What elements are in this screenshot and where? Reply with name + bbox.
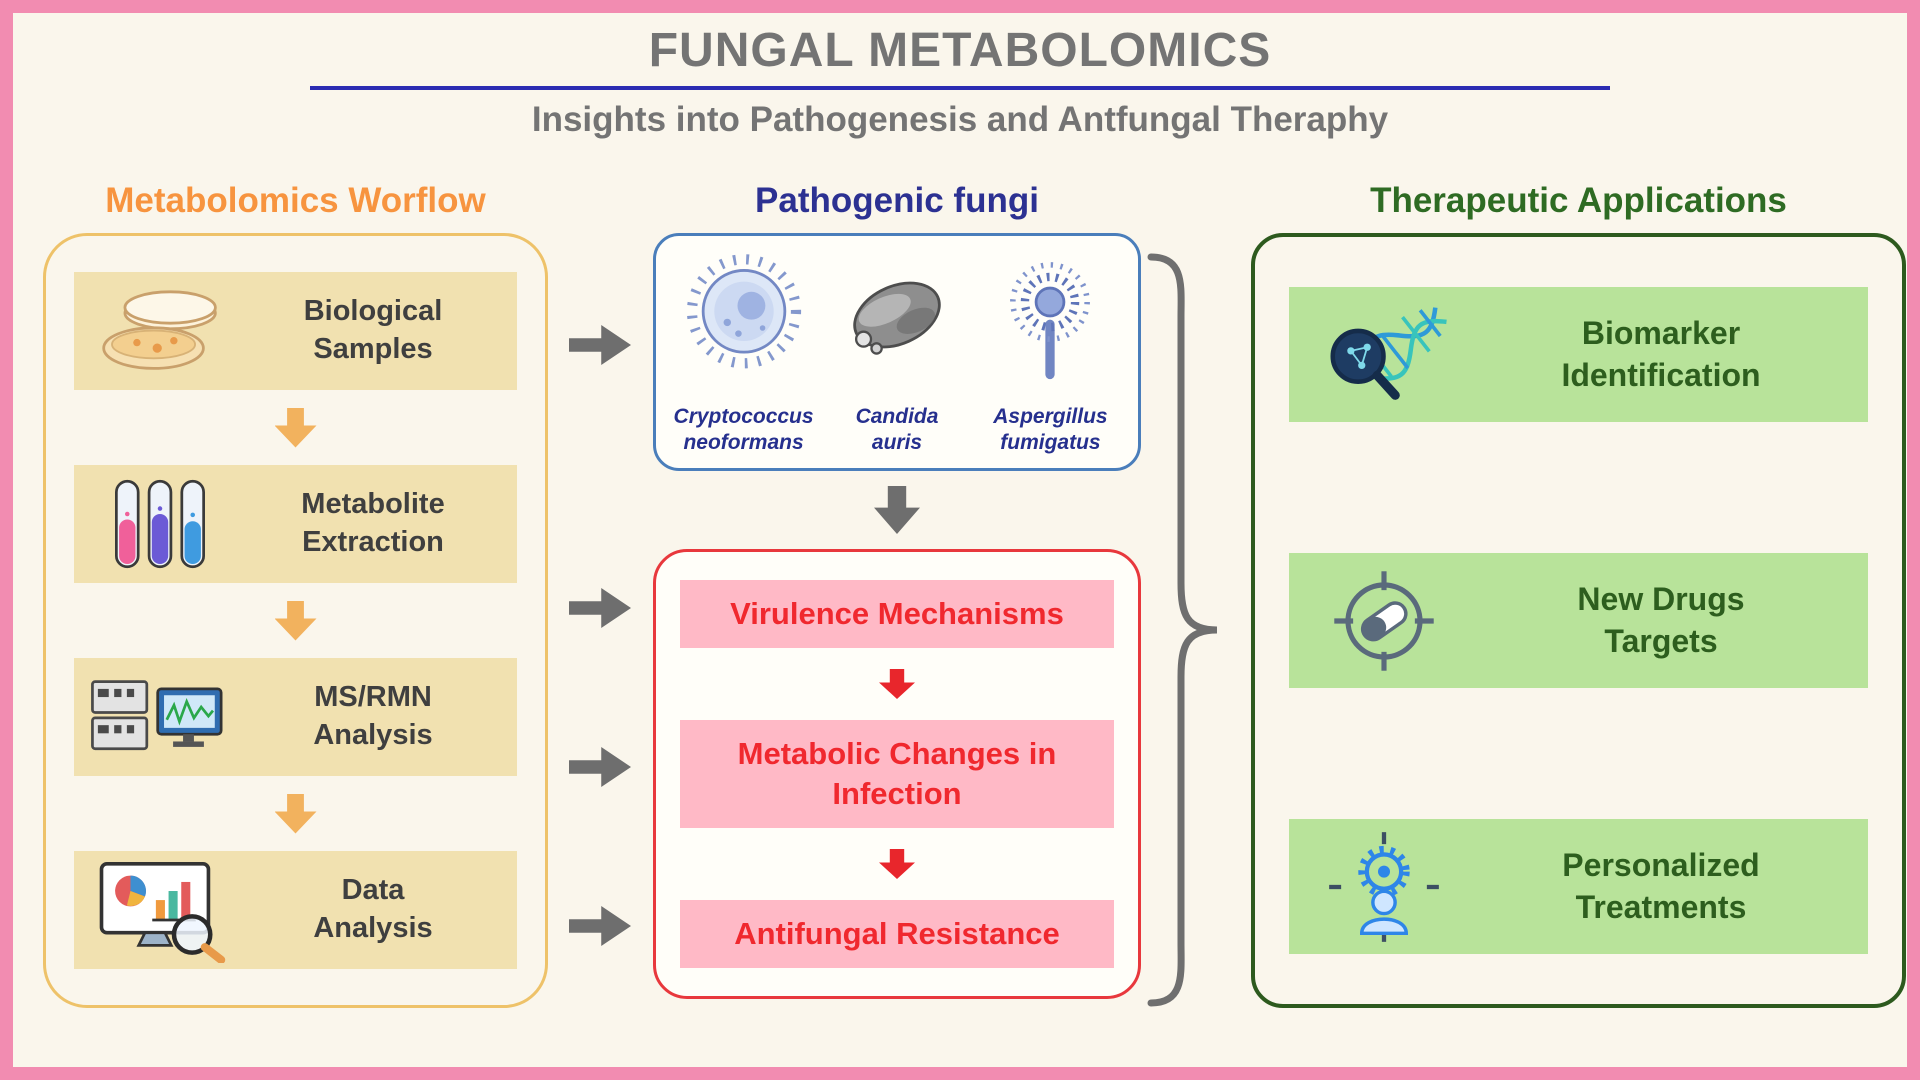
- down-arrow-icon: [874, 486, 920, 534]
- test-tubes-icon: [82, 474, 237, 574]
- therapy-label: Personalized Treatments: [1562, 846, 1760, 925]
- down-arrow-icon: [274, 600, 317, 641]
- down-arrow-icon: [879, 669, 915, 699]
- therapeutic-container: Biomarker Identification: [1251, 233, 1906, 1008]
- process-metabolic-changes: Metabolic Changes in Infection: [680, 719, 1114, 829]
- workflow-heading: Metabolomics Worflow: [105, 181, 486, 220]
- therapy-new-drugs-targets: New Drugs Targets: [1289, 553, 1868, 688]
- down-arrow-icon: [879, 849, 915, 879]
- fungus-name: Aspergillus fumigatus: [993, 404, 1108, 454]
- disease-process-container: Virulence Mechanisms Metabolic Changes i…: [653, 549, 1141, 999]
- right-arrow-icon: [569, 747, 631, 787]
- down-arrow-icon: [274, 793, 317, 834]
- workflow-step-ms-analysis: MS/RMN Analysis: [74, 658, 517, 776]
- data-analysis-icon: [82, 858, 237, 963]
- pathogenic-fungi-heading: Pathogenic fungi: [755, 181, 1039, 220]
- workflow-section: Metabolomics Worflow Biological Samples: [43, 181, 548, 1008]
- fungus-name: Candida auris: [855, 404, 939, 454]
- right-arrow-icon: [569, 325, 631, 365]
- down-arrow-icon: [274, 407, 317, 448]
- therapy-label: Biomarker Identification: [1561, 314, 1761, 393]
- fungus-candida: Candida auris: [821, 250, 972, 456]
- ms-instrument-icon: [82, 667, 237, 767]
- therapy-biomarker-identification: Biomarker Identification: [1289, 287, 1868, 422]
- dna-magnifier-icon: [1301, 297, 1466, 412]
- pathogenic-fungi-section: Pathogenic fungi Cryptococcus neoformans: [653, 181, 1141, 999]
- workflow-step-data-analysis: Data Analysis: [74, 851, 517, 969]
- header: FUNGAL METABOLOMICS Insights into Pathog…: [13, 23, 1907, 140]
- candida-icon: [832, 250, 962, 385]
- fungi-to-process-arrow: [653, 471, 1141, 549]
- fungus-cryptococcus: Cryptococcus neoformans: [668, 250, 819, 456]
- right-arrow-icon: [569, 588, 631, 628]
- person-gear-icon: [1301, 827, 1466, 947]
- workflow-container: Biological Samples: [43, 233, 548, 1008]
- fungus-aspergillus: Aspergillus fumigatus: [975, 250, 1126, 456]
- right-arrow-icon: [569, 906, 631, 946]
- title-underline: [310, 86, 1610, 90]
- curly-brace: [1139, 251, 1229, 1016]
- workflow-step-metabolite-extraction: Metabolite Extraction: [74, 465, 517, 583]
- cryptococcus-icon: [679, 250, 809, 385]
- petri-dish-icon: [82, 284, 237, 379]
- pathogenic-fungi-container: Cryptococcus neoformans Candida auris: [653, 233, 1141, 471]
- therapeutic-heading: Therapeutic Applications: [1370, 181, 1787, 220]
- workflow-step-label: MS/RMN Analysis: [313, 681, 433, 751]
- workflow-step-label: Metabolite Extraction: [301, 488, 445, 558]
- process-virulence-mechanisms: Virulence Mechanisms: [680, 580, 1114, 649]
- page-subtitle: Insights into Pathogenesis and Antfungal…: [531, 100, 1389, 139]
- therapy-personalized-treatments: Personalized Treatments: [1289, 819, 1868, 954]
- process-antifungal-resistance: Antifungal Resistance: [680, 899, 1114, 968]
- target-pill-icon: [1301, 561, 1466, 681]
- workflow-step-biological-samples: Biological Samples: [74, 272, 517, 390]
- fungus-name: Cryptococcus neoformans: [673, 404, 814, 454]
- workflow-step-label: Data Analysis: [313, 874, 433, 944]
- therapy-label: New Drugs Targets: [1577, 580, 1745, 659]
- aspergillus-icon: [985, 250, 1115, 385]
- page-title: FUNGAL METABOLOMICS: [648, 24, 1272, 77]
- therapeutic-section: Therapeutic Applications: [1251, 181, 1906, 1008]
- workflow-step-label: Biological Samples: [303, 295, 443, 365]
